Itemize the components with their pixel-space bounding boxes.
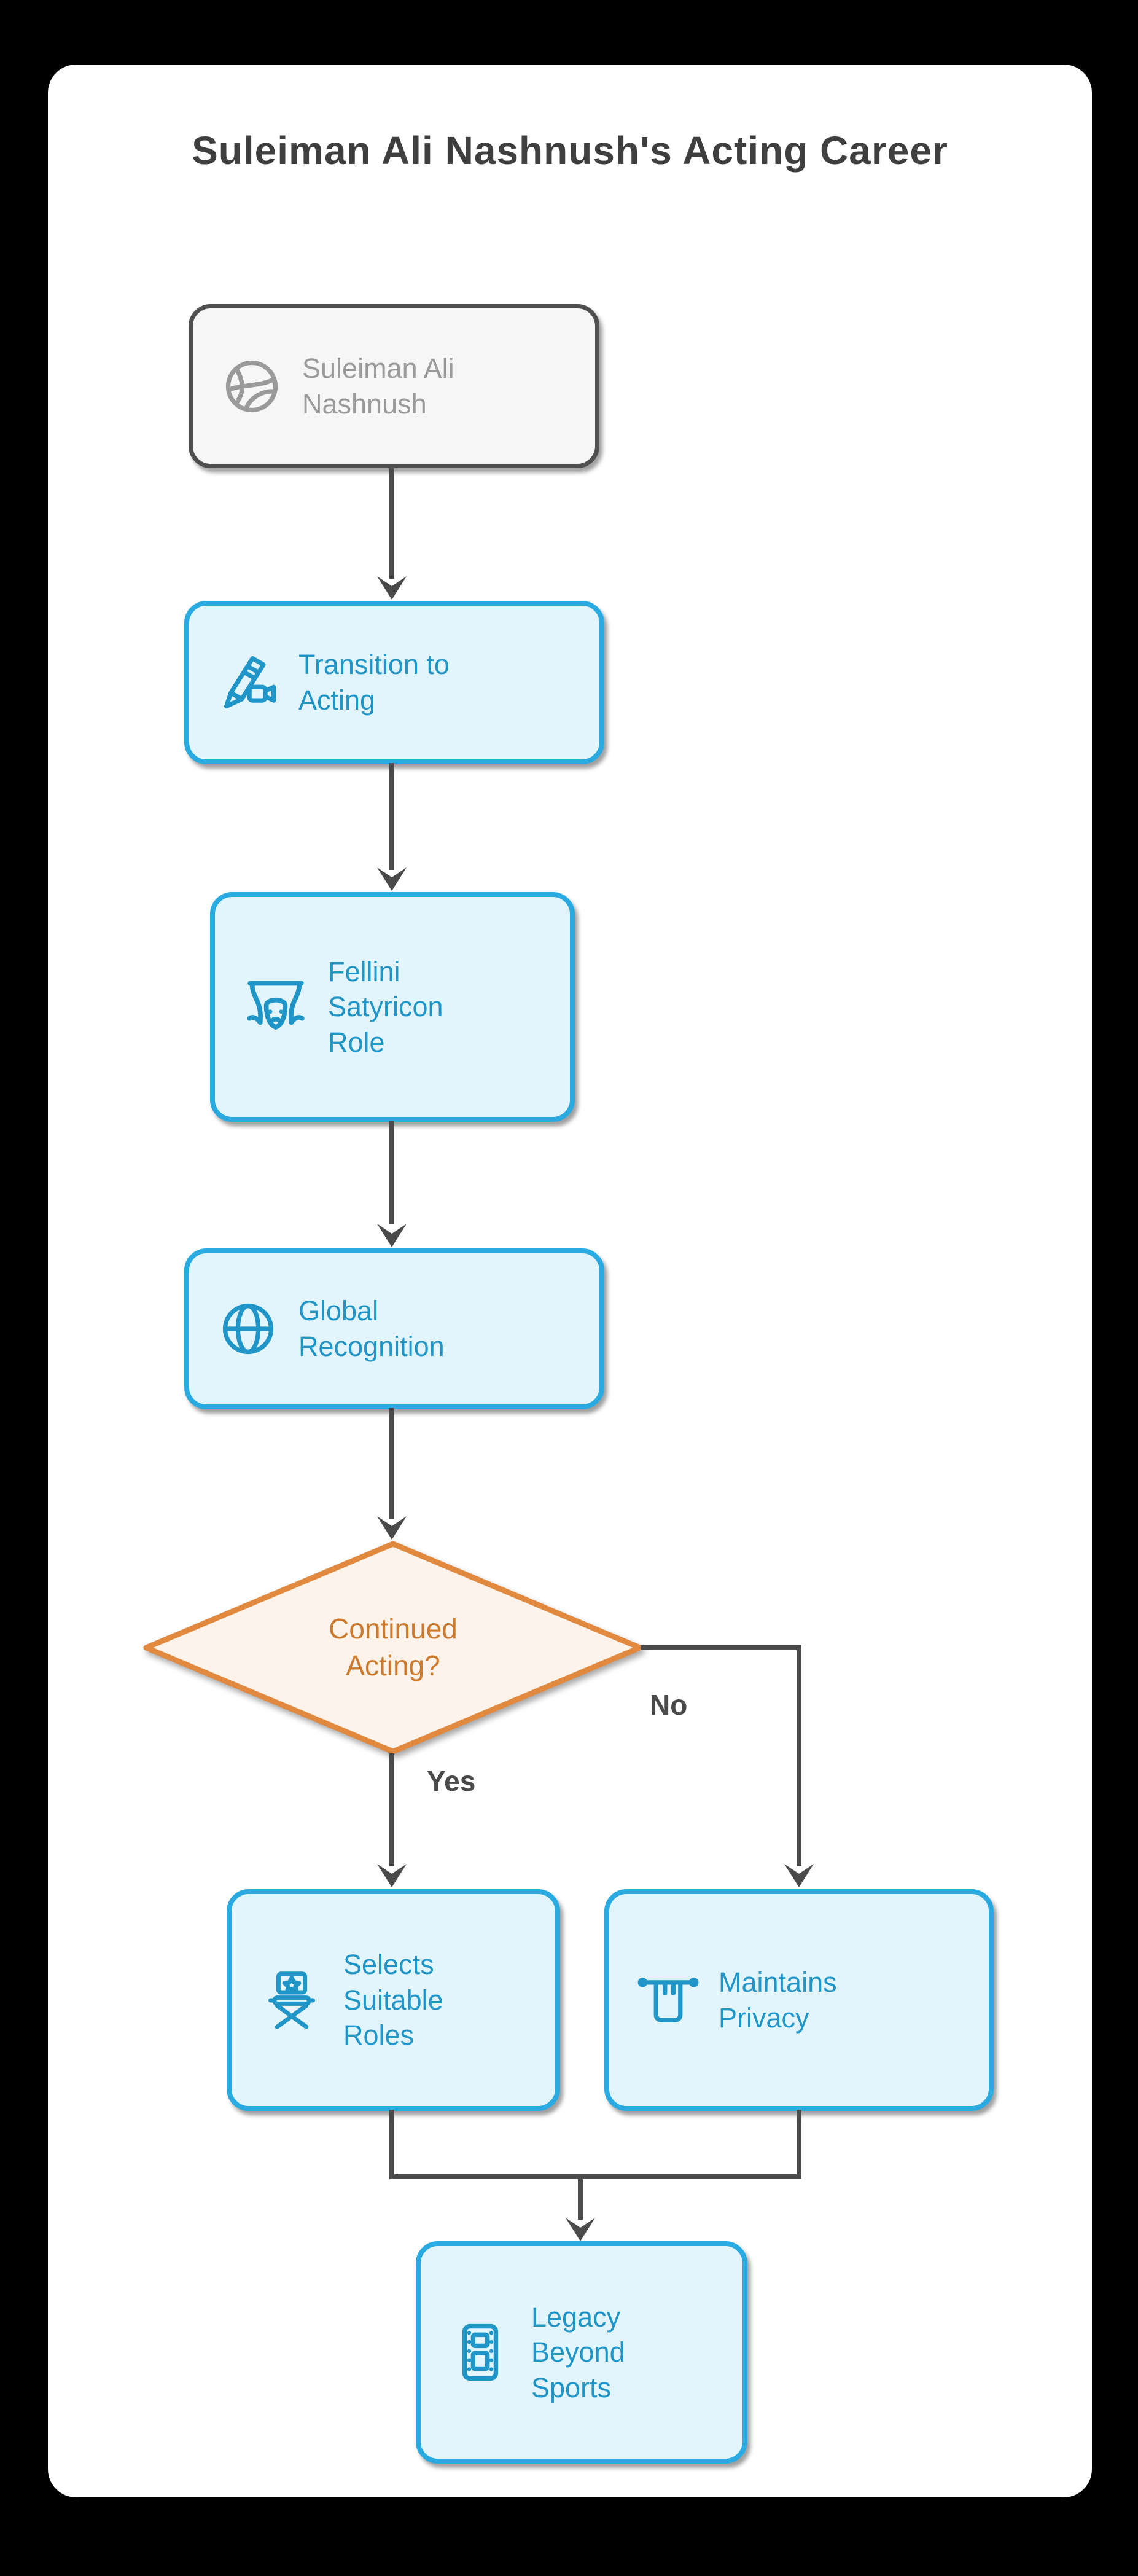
- pencil-video-icon: [224, 656, 276, 709]
- edge-roles-merge-line: [389, 2110, 394, 2178]
- node-label: Global Recognition: [298, 1295, 445, 1362]
- node-label: Maintains Privacy: [719, 1966, 837, 2034]
- edge-privacy-merge-line: [797, 2110, 801, 2178]
- edge-label-yes: Yes: [427, 1765, 476, 1797]
- node-legacy-beyond-sports: Legacy Beyond Sports: [416, 2241, 747, 2464]
- node-label: Selects Suitable Roles: [343, 1949, 443, 2051]
- globe-icon: [222, 1303, 274, 1355]
- edge-start-transition-line: [389, 467, 394, 579]
- theater-curtain-icon: [247, 981, 305, 1030]
- node-transition-to-acting: Transition to Acting: [184, 601, 604, 764]
- edge-merge-legacy-line: [578, 2177, 583, 2220]
- edge-no-line-horizontal: [641, 1645, 801, 1650]
- node-label: Transition to Acting: [298, 649, 450, 716]
- node-selects-suitable-roles: Selects Suitable Roles: [227, 1889, 560, 2111]
- node-maintains-privacy: Maintains Privacy: [604, 1889, 994, 2111]
- node-fellini-satyricon-role: Fellini Satyricon Role: [210, 892, 575, 1122]
- film-strip-icon: [462, 2323, 499, 2381]
- node-label: Legacy Beyond Sports: [531, 2301, 625, 2403]
- node-global-recognition: Global Recognition: [184, 1248, 604, 1409]
- edge-transition-fellini-line: [389, 763, 394, 870]
- node-suleiman-ali-nashnush: Suleiman Ali Nashnush: [189, 304, 599, 468]
- diagram-title: Suleiman Ali Nashnush's Acting Career: [192, 128, 948, 173]
- edge-no-line-vertical: [797, 1645, 801, 1866]
- curtain-icon: [637, 1977, 699, 2022]
- edge-yes-line: [389, 1753, 394, 1866]
- edge-label-no: No: [650, 1689, 688, 1721]
- basketball-icon: [225, 360, 278, 412]
- node-continued-acting-decision: Continued Acting?: [141, 1540, 645, 1756]
- edge-merge-line-horizontal: [389, 2174, 801, 2179]
- edge-fellini-global-line: [389, 1121, 394, 1224]
- edge-global-decision-line: [389, 1408, 394, 1519]
- director-chair-icon: [268, 1971, 316, 2029]
- node-label: Fellini Satyricon Role: [328, 955, 443, 1058]
- node-label: Continued Acting?: [329, 1613, 458, 1681]
- diamond-shape: [143, 1541, 643, 1755]
- node-label: Suleiman Ali Nashnush: [302, 352, 454, 420]
